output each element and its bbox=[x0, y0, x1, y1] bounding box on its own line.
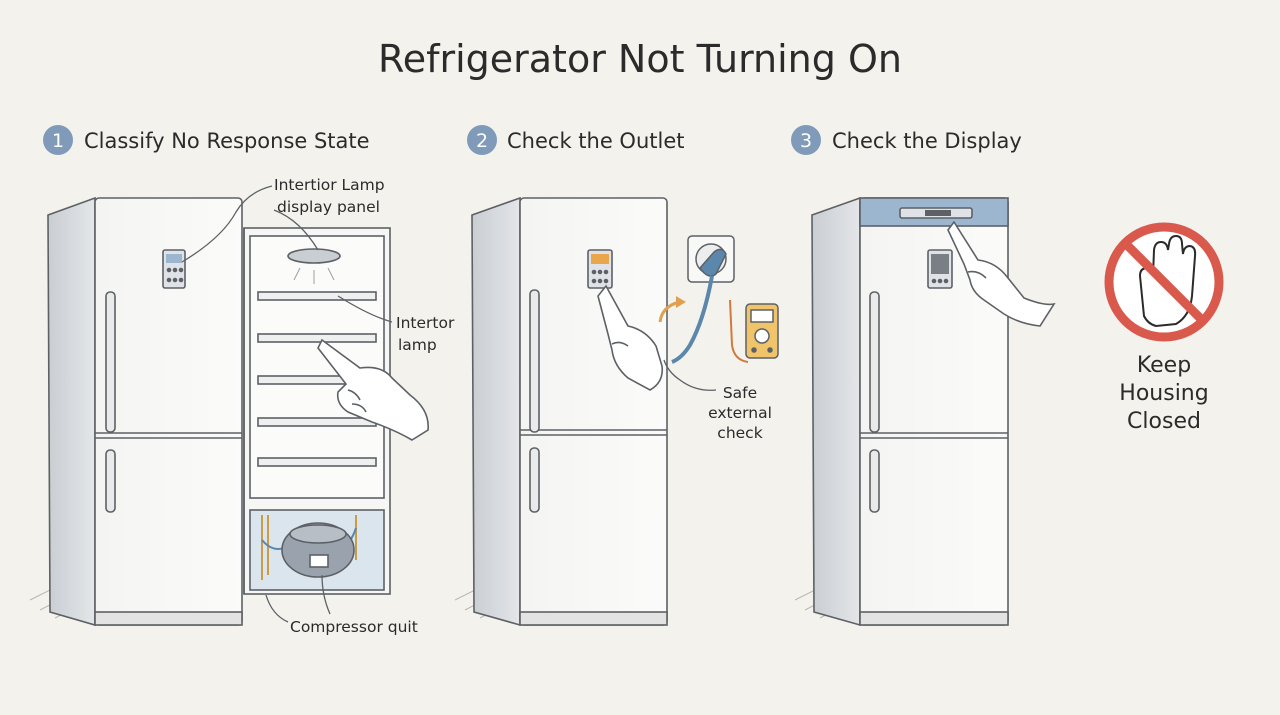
callout-safe-line1: Safe bbox=[723, 384, 757, 402]
warning-line3: Closed bbox=[1127, 409, 1201, 434]
warning-line2: Housing bbox=[1119, 381, 1208, 406]
hand-icon-panel-1 bbox=[317, 338, 429, 441]
callout-safe-line3: check bbox=[717, 424, 762, 442]
panel-1-callouts: Intertior Lamp display panel Intertor la… bbox=[181, 176, 455, 636]
step-1-heading: 1 Classify No Response State bbox=[43, 125, 370, 155]
hand-icon-panel-2 bbox=[597, 284, 664, 391]
step-2-heading: 2 Check the Outlet bbox=[467, 125, 684, 155]
callout-compressor: Compressor quit bbox=[290, 618, 418, 636]
outlet-icon bbox=[658, 235, 735, 364]
warning-text: Keep Housing Closed bbox=[1119, 353, 1208, 434]
step-1-number: 1 bbox=[52, 130, 64, 152]
callout-interior-lamp-line1: Intertor bbox=[396, 314, 455, 332]
step-3-label: Check the Display bbox=[832, 129, 1022, 153]
step-3-number: 3 bbox=[800, 130, 812, 152]
panel-1-fridge bbox=[29, 196, 243, 627]
step-1-label: Classify No Response State bbox=[84, 129, 370, 153]
panel-3-fridge bbox=[794, 196, 1009, 627]
interior-lamp bbox=[287, 248, 341, 264]
power-cord bbox=[671, 275, 714, 364]
panel-2-callouts: Safe external check bbox=[663, 359, 772, 442]
step-1-badge bbox=[43, 125, 73, 155]
prohibition-icon bbox=[1104, 222, 1224, 342]
step-3-heading: 3 Check the Display bbox=[791, 125, 1022, 155]
hand-icon-panel-3 bbox=[947, 220, 1056, 327]
panel-1-interior bbox=[243, 227, 391, 595]
callout-lamp-panel-line2: display panel bbox=[277, 198, 380, 216]
plug-icon bbox=[699, 248, 727, 277]
callout-interior-lamp-line2: lamp bbox=[398, 336, 437, 354]
panel-2-fridge bbox=[454, 196, 668, 627]
warning-line1: Keep bbox=[1137, 353, 1191, 378]
step-3-badge bbox=[791, 125, 821, 155]
step-2-badge bbox=[467, 125, 497, 155]
step-2-label: Check the Outlet bbox=[507, 129, 684, 153]
callout-lamp-panel-line1: Intertior Lamp bbox=[274, 176, 385, 194]
step-2-number: 2 bbox=[476, 130, 488, 152]
callout-safe-line2: external bbox=[708, 404, 772, 422]
page-title: Refrigerator Not Turning On bbox=[378, 37, 902, 81]
multimeter-icon bbox=[729, 299, 779, 363]
